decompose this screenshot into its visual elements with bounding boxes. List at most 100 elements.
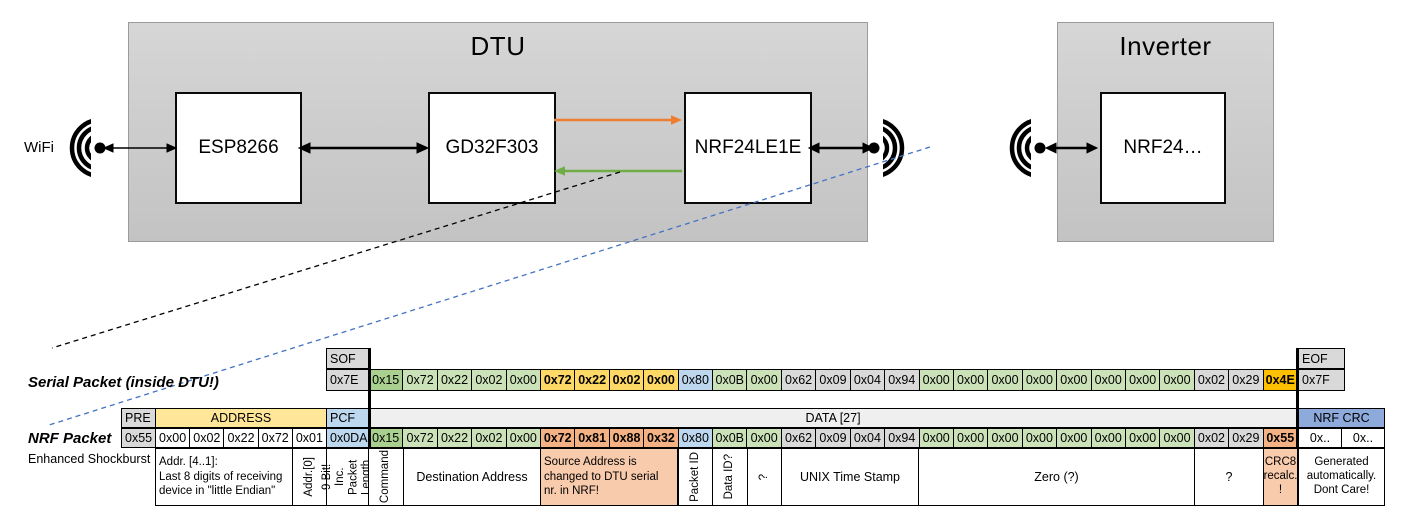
byte-cell: 0x00 — [1124, 428, 1161, 448]
byte-cell: 0x02 — [608, 369, 645, 391]
byte-cell: 0x02 — [471, 369, 507, 391]
byte-cell: 0x15 — [368, 369, 404, 391]
byte-cell: 0x00 — [505, 369, 542, 391]
annotation-question-1: ? — [747, 448, 782, 506]
eof-header: EOF — [1298, 348, 1345, 369]
byte-cell: 0x81 — [574, 428, 610, 448]
annotation-packet-id: Packet ID — [678, 448, 713, 506]
byte-cell: 0x00 — [1021, 428, 1058, 448]
eof-value: 0x7F — [1298, 369, 1345, 391]
data-left-divider — [368, 348, 371, 448]
inverter-box: Inverter — [1057, 22, 1274, 242]
annotation-source-address: Source Address is changed to DTU serial … — [540, 448, 678, 506]
wifi-icon-inverter — [1009, 119, 1046, 177]
byte-cell: 0x22 — [223, 428, 259, 448]
annotation-question-2: ? — [1194, 448, 1264, 506]
pcf-value: 0x0DA — [326, 428, 369, 448]
byte-cell: 0x00 — [1021, 369, 1058, 391]
annotation-command: Command — [368, 448, 404, 506]
byte-cell: 0x72 — [402, 369, 438, 391]
byte-cell: 0x00 — [1159, 428, 1195, 448]
byte-cell: 0x04 — [849, 428, 886, 448]
byte-cell: 0x00 — [987, 428, 1023, 448]
byte-cell: 0x62 — [780, 428, 817, 448]
byte-cell: 0x00 — [918, 369, 954, 391]
chip-nrf24le1e: NRF24LE1E — [684, 92, 812, 204]
radio-waves-icon — [868, 119, 905, 177]
annotation-crc8-recalc: CRC8 recalc. ! — [1263, 448, 1298, 506]
pre-value: 0x55 — [121, 428, 156, 448]
byte-cell: 0x.. — [1298, 428, 1342, 448]
nrf-packet-label: NRF Packet — [28, 430, 112, 447]
address-header: ADDRESS — [155, 408, 327, 428]
nrf-crc-value-row: 0x..0x.. — [1298, 428, 1385, 448]
byte-cell: 0x09 — [815, 428, 851, 448]
byte-cell: 0x02 — [1193, 428, 1230, 448]
wifi-icon — [69, 119, 106, 177]
data27-header: DATA [27] — [368, 408, 1298, 428]
byte-cell: 0x55 — [1262, 428, 1298, 448]
annotation-pcf-length: 9 Bit! Inc. Packet Length — [321, 448, 373, 506]
annotation-data-id: Data ID? — [712, 448, 748, 506]
serial-packet-label: Serial Packet (inside DTU!) — [28, 374, 219, 391]
inverter-title: Inverter — [1119, 31, 1212, 61]
byte-cell: 0x04 — [849, 369, 886, 391]
byte-cell: 0x00 — [987, 369, 1023, 391]
byte-cell: 0x22 — [574, 369, 610, 391]
byte-cell: 0x94 — [884, 369, 920, 391]
byte-cell: 0x00 — [952, 428, 989, 448]
byte-cell: 0x88 — [608, 428, 645, 448]
byte-cell: 0x80 — [677, 369, 714, 391]
byte-cell: 0x72 — [257, 428, 293, 448]
byte-cell: 0x00 — [1056, 369, 1092, 391]
pre-header: PRE — [121, 408, 156, 428]
byte-cell: 0x00 — [1090, 428, 1126, 448]
nrf-crc-header: NRF CRC — [1298, 408, 1385, 428]
annotation-address41: Addr. [4..1]: Last 8 digits of receiving… — [155, 448, 293, 506]
byte-cell: 0x.. — [1341, 428, 1385, 448]
byte-cell: 0x02 — [1193, 369, 1230, 391]
dtu-title: DTU — [470, 31, 526, 61]
byte-cell: 0x29 — [1228, 369, 1264, 391]
enhanced-shockburst-label: Enhanced Shockburst — [28, 452, 151, 466]
byte-cell: 0x32 — [643, 428, 679, 448]
byte-cell: 0x62 — [780, 369, 817, 391]
byte-cell: 0x72 — [402, 428, 438, 448]
chip-gd32f303: GD32F303 — [428, 92, 556, 204]
sof-value: 0x7E — [326, 369, 369, 391]
byte-cell: 0x94 — [884, 428, 920, 448]
byte-cell: 0x00 — [918, 428, 954, 448]
chip-inverter-nrf24: NRF24… — [1100, 92, 1226, 204]
byte-cell: 0x00 — [746, 369, 782, 391]
byte-cell: 0x09 — [815, 369, 851, 391]
byte-cell: 0x0B — [712, 369, 748, 391]
byte-cell: 0x00 — [1090, 369, 1126, 391]
byte-cell: 0x22 — [436, 428, 473, 448]
byte-cell: 0x00 — [746, 428, 782, 448]
pcf-header: PCF — [326, 408, 369, 428]
sof-header: SOF — [326, 348, 369, 369]
byte-cell: 0x00 — [1056, 428, 1092, 448]
annotation-zero: Zero (?) — [918, 448, 1195, 506]
wifi-label: WiFi — [24, 139, 54, 156]
byte-cell: 0x80 — [677, 428, 714, 448]
byte-cell: 0x72 — [540, 428, 576, 448]
byte-cell: 0x01 — [291, 428, 328, 448]
byte-cell: 0x00 — [155, 428, 191, 448]
byte-cell: 0x00 — [643, 369, 679, 391]
byte-cell: 0x00 — [505, 428, 542, 448]
byte-cell: 0x0B — [712, 428, 748, 448]
byte-cell: 0x00 — [952, 369, 989, 391]
data-right-divider — [1296, 348, 1299, 448]
chip-esp8266: ESP8266 — [175, 92, 302, 204]
byte-cell: 0x29 — [1228, 428, 1264, 448]
byte-cell: 0x72 — [540, 369, 576, 391]
byte-cell: 0x02 — [471, 428, 507, 448]
annotation-crc-generated: Generated automatically. Dont Care! — [1298, 448, 1385, 506]
annotation-unix-timestamp: UNIX Time Stamp — [781, 448, 919, 506]
annotation-destination-address: Destination Address — [403, 448, 541, 506]
